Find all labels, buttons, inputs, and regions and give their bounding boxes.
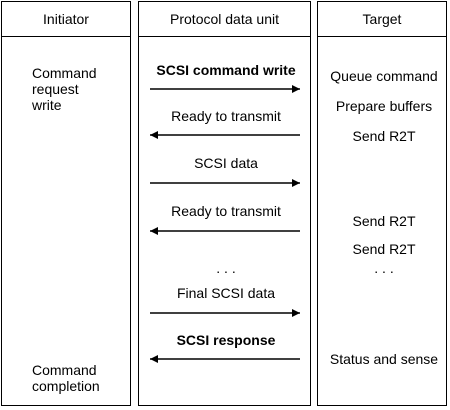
target-send-r2t-2: Send R2T <box>352 213 416 229</box>
initiator-command-request: Command request write <box>32 65 97 113</box>
pdu-column: Protocol data unit <box>138 1 311 406</box>
target-header: Target <box>318 2 446 37</box>
target-status-and-sense: Status and sense <box>329 351 439 367</box>
pdu-label-final-scsi-data: Final SCSI data <box>176 285 276 301</box>
pdu-label-scsi-response: SCSI response <box>176 332 276 348</box>
initiator-column: Initiator <box>1 1 131 406</box>
initiator-header: Initiator <box>2 2 130 37</box>
target-prepare-buffers: Prepare buffers <box>335 98 433 114</box>
target-ellipsis: . . . <box>374 260 394 276</box>
target-send-r2t-1: Send R2T <box>352 128 416 144</box>
pdu-ellipsis: . . . <box>216 260 236 276</box>
pdu-label-ready-to-transmit-1: Ready to transmit <box>171 108 281 124</box>
pdu-label-scsi-command-write: SCSI command write <box>156 62 296 78</box>
target-column: Target <box>317 1 447 406</box>
target-send-r2t-3: Send R2T <box>352 241 416 257</box>
pdu-label-ready-to-transmit-2: Ready to transmit <box>171 203 281 219</box>
pdu-header: Protocol data unit <box>139 2 310 37</box>
pdu-label-scsi-data: SCSI data <box>194 155 258 171</box>
initiator-command-completion: Command completion <box>32 362 100 394</box>
target-queue-command: Queue command <box>330 68 438 84</box>
